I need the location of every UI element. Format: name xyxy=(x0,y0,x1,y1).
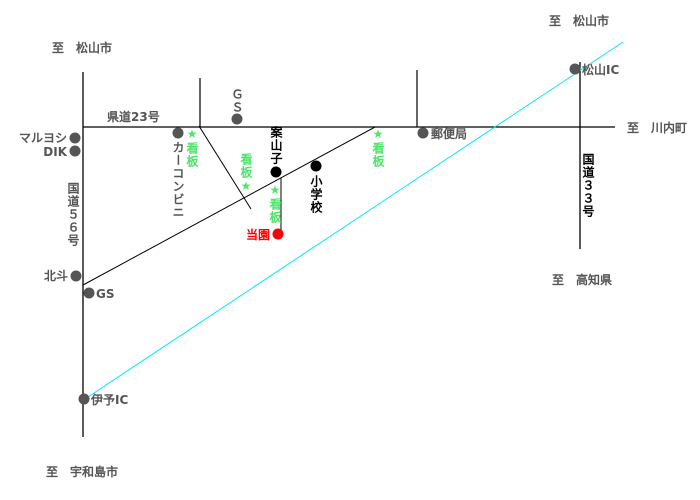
label-matsuyama-ic: 松山IC xyxy=(582,62,619,77)
label-our-garden: 当園 xyxy=(246,227,270,242)
school-marker xyxy=(310,160,322,172)
signboard-4: ★看板 xyxy=(371,127,385,168)
label-car-conveni: カーコンビニ xyxy=(171,141,185,219)
maruyoshi-marker xyxy=(69,132,81,144)
roads xyxy=(82,41,624,437)
label-school: 小学校 xyxy=(309,174,323,214)
matsuyama-ic-marker xyxy=(569,63,581,75)
signboard-1: ★看板 xyxy=(185,127,199,168)
label-dik: DIK xyxy=(43,145,67,159)
kakashi-marker xyxy=(270,166,282,178)
label-post-office: 郵便局 xyxy=(431,126,467,141)
direction-uwajima: 至 宇和島市 xyxy=(46,464,118,479)
diagonal-side-road xyxy=(198,125,252,210)
label-maruyoshi: マルヨシ xyxy=(19,131,67,145)
our-garden-marker xyxy=(272,228,284,240)
label-gs-left: GS xyxy=(96,287,115,301)
hokuto-marker xyxy=(70,270,82,282)
gs-top-marker xyxy=(231,113,243,125)
gs-left-marker xyxy=(83,287,95,299)
label-prefectural-23: 県道23号 xyxy=(107,109,160,124)
direction-kawauchi: 至 川内町 xyxy=(627,120,687,135)
signboard-2: 看板★ xyxy=(239,152,253,194)
label-gs-top: ＧＳ xyxy=(230,88,244,114)
label-national-33: 国道３３号 xyxy=(581,153,595,218)
signboard-3: ★看板 xyxy=(268,183,282,224)
expressway xyxy=(87,41,624,398)
label-iyo-ic: 伊予IC xyxy=(90,392,128,407)
diagonal-main-road xyxy=(82,126,376,286)
dik-marker xyxy=(69,145,81,157)
post-office-marker xyxy=(417,127,429,139)
direction-matsuyama-right: 至 松山市 xyxy=(549,13,609,28)
iyo-ic-marker xyxy=(78,393,90,405)
car-conveni-marker xyxy=(172,127,184,139)
label-hokuto: 北斗 xyxy=(44,268,68,283)
direction-kochi: 至 高知県 xyxy=(552,272,612,287)
direction-matsuyama-left: 至 松山市 xyxy=(52,40,112,55)
label-national-56: 国道５６号 xyxy=(66,182,80,247)
label-kakashi: 案山子 xyxy=(269,125,283,165)
